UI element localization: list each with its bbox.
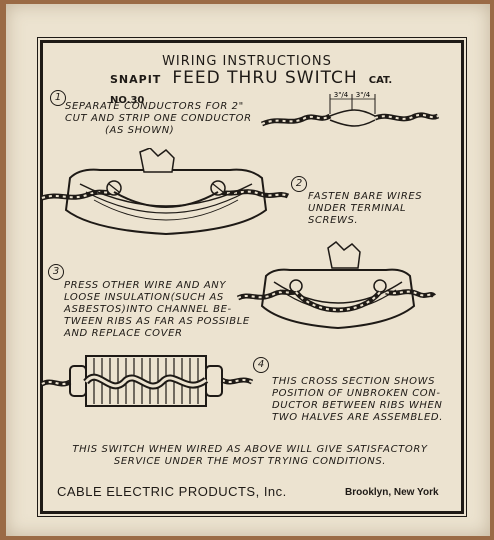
step-4-text: THIS CROSS SECTION SHOWS POSITION OF UNB… [272, 376, 444, 424]
step-3-line: ASBESTOS)INTO CHANNEL BE- [64, 304, 232, 315]
step-2-text: FASTEN BARE WIRES UNDER TERMINAL SCREWS. [308, 191, 458, 227]
step-1-number: 1 [50, 90, 66, 106]
step-3-line: AND REPLACE COVER [64, 328, 183, 339]
brand-name: SNAPIT [110, 73, 162, 86]
step-4-line: THIS CROSS SECTION SHOWS [272, 376, 436, 387]
switch-with-channel-illustration [236, 241, 436, 330]
catalog-number: CAT. NO.30 [110, 75, 393, 106]
wiring-instructions-heading: WIRING INSTRUCTIONS [162, 54, 332, 69]
step-3-line: LOOSE INSULATION(SUCH AS [64, 292, 224, 303]
satisfaction-note: THIS SWITCH WHEN WIRED AS ABOVE WILL GIV… [60, 444, 440, 468]
step-1-line: SEPARATE CONDUCTORS FOR 2" [65, 101, 244, 112]
step-3-line: PRESS OTHER WIRE AND ANY [64, 280, 227, 291]
note-line: SERVICE UNDER THE MOST TRYING CONDITIONS… [113, 456, 387, 467]
note-line: THIS SWITCH WHEN WIRED AS ABOVE WILL GIV… [72, 444, 428, 455]
step-4-number: 4 [253, 357, 269, 373]
step-3-line: TWEEN RIBS AS FAR AS POSSIBLE [64, 316, 250, 327]
product-title: SNAPIT FEED THRU SWITCH CAT. NO.30 [110, 68, 410, 107]
step-3-number: 3 [48, 264, 64, 280]
company-name: CABLE ELECTRIC PRODUCTS, Inc. [57, 484, 287, 499]
step-1-line: CUT AND STRIP ONE CONDUCTOR [65, 113, 252, 124]
step-1-text: SEPARATE CONDUCTORS FOR 2" CUT AND STRIP… [65, 101, 265, 137]
step-4-line: DUCTOR BETWEEN RIBS WHEN [272, 400, 443, 411]
step-2-line: FASTEN BARE WIRES [308, 191, 423, 202]
border-frame [40, 40, 464, 514]
switch-with-screws-illustration [41, 148, 290, 236]
step-3-text: PRESS OTHER WIRE AND ANY LOOSE INSULATIO… [64, 280, 254, 340]
dimension-label-left: 3"/4 [334, 91, 349, 99]
step-4-line: TWO HALVES ARE ASSEMBLED. [272, 412, 443, 423]
step-4-line: POSITION OF UNBROKEN CON- [272, 388, 441, 399]
step-1-line: (AS SHOWN) [105, 125, 175, 136]
step-2-number: 2 [291, 176, 307, 192]
company-location: Brooklyn, New York [345, 487, 439, 498]
instruction-sheet [6, 4, 490, 536]
dimension-label-right: 3"/4 [356, 91, 371, 99]
cross-section-illustration [40, 355, 254, 407]
stripped-wire-illustration: 3"/4 3"/4 [260, 91, 440, 127]
product-name: FEED THRU SWITCH [172, 68, 358, 88]
step-2-line: UNDER TERMINAL SCREWS. [308, 203, 407, 226]
